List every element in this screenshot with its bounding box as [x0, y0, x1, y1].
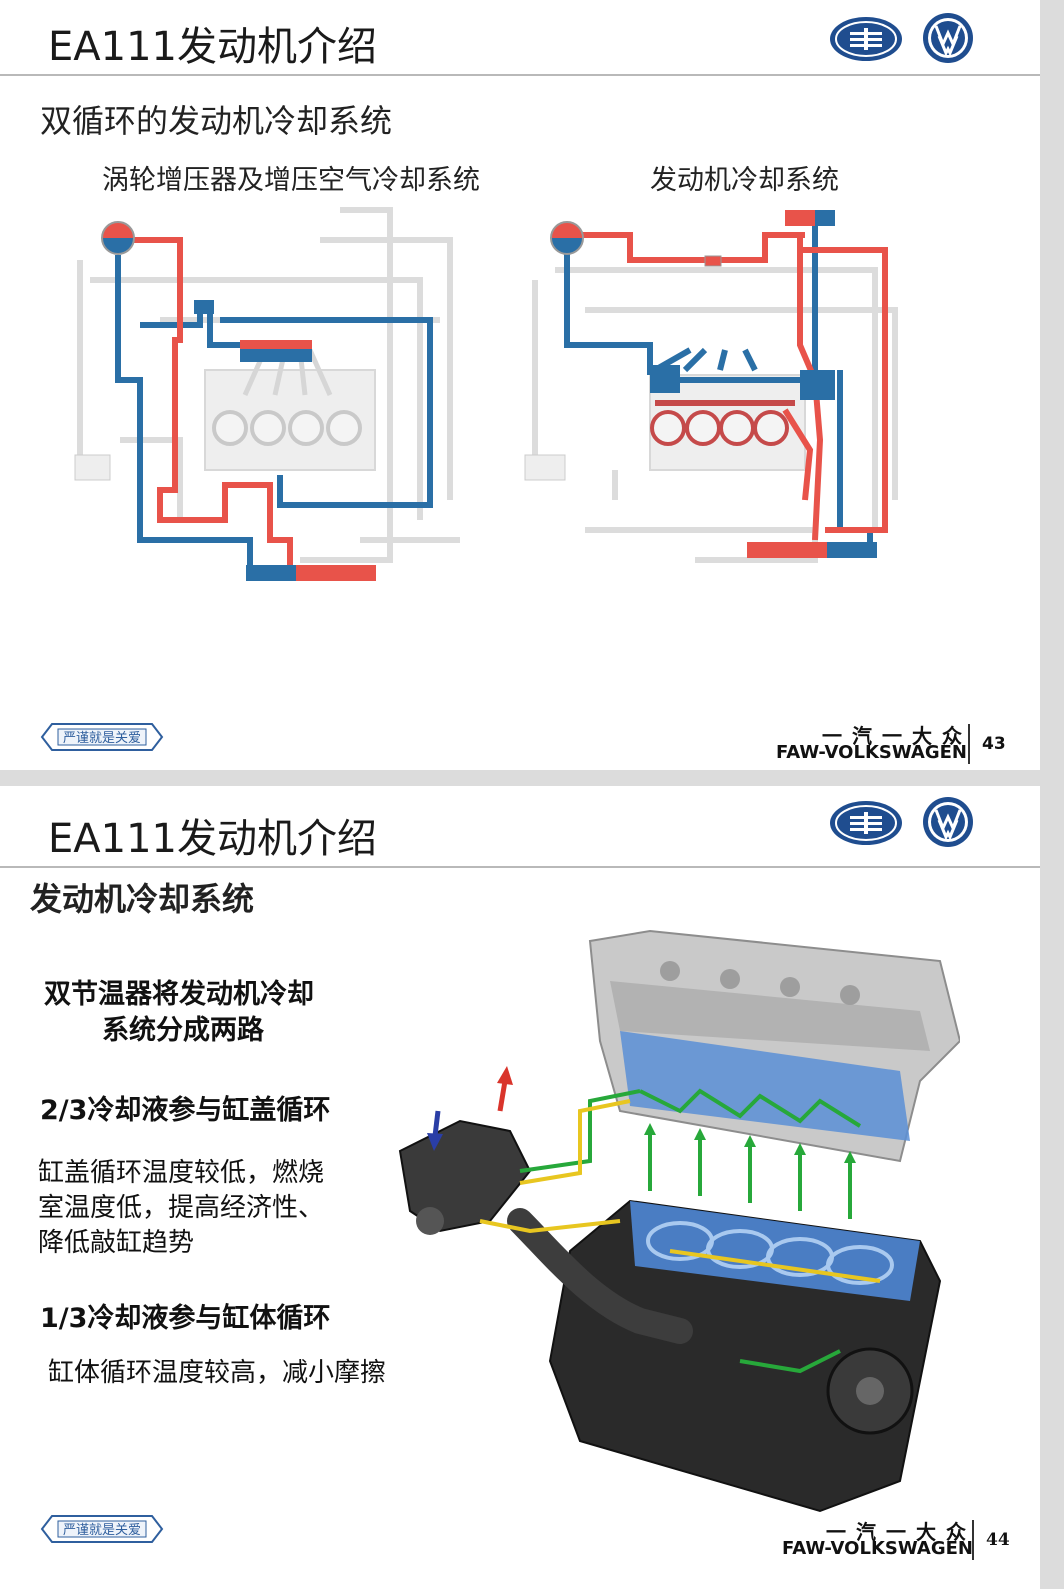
faw-logo-icon	[830, 17, 902, 61]
slide-44: EA111发动机介绍 发动机冷却系统 双节温器将发动机冷却 系统分成两路 2/3…	[0, 786, 1040, 1589]
brand-cn: 一汽一大众	[826, 1520, 976, 1544]
footer-motto-text: 严谨就是关爱	[63, 1523, 141, 1538]
vw-logo-icon	[923, 13, 973, 63]
page-title: EA111发动机介绍	[48, 816, 377, 862]
point1-line2: 系统分成两路	[102, 1015, 264, 1046]
point1-line1: 双节温器将发动机冷却	[44, 979, 314, 1010]
page-number-separator	[968, 724, 970, 764]
point2-line2: 室温度低，提高经济性、	[38, 1193, 325, 1223]
faw-logo-icon	[830, 801, 902, 845]
brand-en: FAW-VOLKSWAGEN	[776, 742, 967, 763]
point2-heading: 2/3冷却液参与缸盖循环	[40, 1095, 331, 1126]
footer-motto-text: 严谨就是关爱	[63, 731, 141, 746]
slide-subtitle: 发动机冷却系统	[30, 880, 255, 918]
arrow-down-blue-icon	[427, 1110, 443, 1151]
title-divider	[0, 74, 1040, 76]
turbo-cooling-diagram	[74, 207, 460, 581]
brand-logos	[828, 790, 978, 854]
slide-subtitle: 双循环的发动机冷却系统	[40, 102, 393, 140]
point3-line1: 缸体循环温度较高，减小摩擦	[48, 1358, 387, 1388]
footer-motto-logo: 严谨就是关爱	[38, 1512, 166, 1546]
page-number: 44	[986, 1530, 1010, 1550]
point2-line3: 降低敲缸趋势	[38, 1228, 195, 1258]
left-diagram-caption: 涡轮增压器及增压空气冷却系统	[102, 165, 480, 196]
page-number-separator	[972, 1520, 974, 1560]
engine-cutaway-illustration	[398, 929, 960, 1513]
brand-logos	[828, 6, 978, 70]
brand-cn: 一汽一大众	[822, 724, 972, 748]
point3-heading: 1/3冷却液参与缸体循环	[40, 1303, 331, 1334]
slide-43: EA111发动机介绍 双循环的发动机冷却系统 涡轮增压器及增压空气冷却系统 发动…	[0, 0, 1040, 770]
brand-en: FAW-VOLKSWAGEN	[782, 1538, 973, 1559]
title-divider	[0, 866, 1040, 868]
point2-line1: 缸盖循环温度较低，燃烧	[38, 1158, 325, 1188]
vw-logo-icon	[923, 797, 973, 847]
page-number: 43	[982, 734, 1006, 754]
engine-cooling-diagram	[524, 210, 898, 563]
page-title: EA111发动机介绍	[48, 24, 377, 70]
footer-motto-logo: 严谨就是关爱	[38, 720, 166, 754]
right-diagram-caption: 发动机冷却系统	[650, 165, 839, 196]
arrow-up-red-icon	[497, 1066, 513, 1112]
